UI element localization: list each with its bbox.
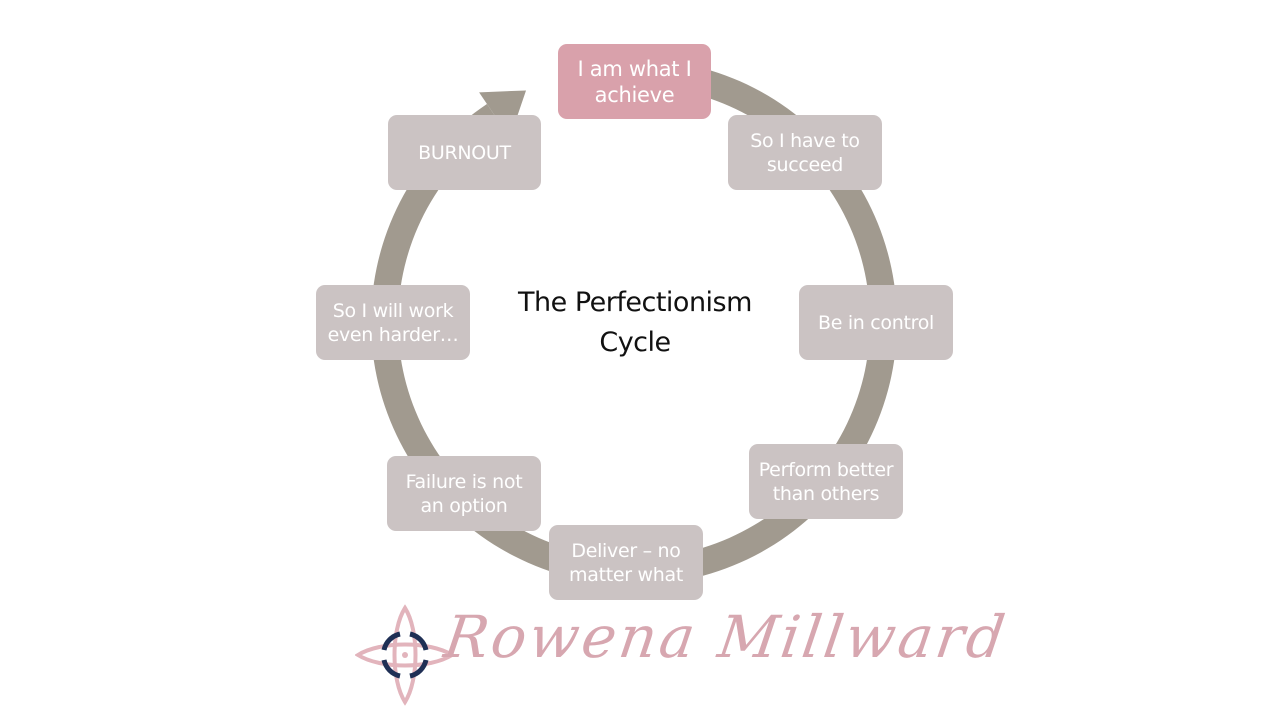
node-text-line2: matter what xyxy=(569,563,683,586)
diagram-title-line2: Cycle xyxy=(599,327,671,358)
node-text-line1: Perform better xyxy=(758,458,894,481)
diagram-title-line1: The Perfectionism xyxy=(518,287,752,318)
cycle-node-failure-is-not-an-option: Failure is not an option xyxy=(387,456,541,531)
node-text-line1: Be in control xyxy=(817,311,935,334)
node-text-line2: achieve xyxy=(594,82,675,107)
brand-logo xyxy=(355,604,456,706)
node-text-line2: than others xyxy=(772,482,880,505)
cycle-node-deliver-no-matter-what: Deliver – no matter what xyxy=(549,525,703,600)
cycle-node-perform-better-than-others: Perform better than others xyxy=(749,444,903,519)
cycle-node-i-am-what-i-achieve: I am what I achieve xyxy=(558,44,711,119)
node-text-line1: BURNOUT xyxy=(418,141,511,164)
node-text-line1: So I have to xyxy=(750,129,860,152)
cycle-node-be-in-control: Be in control xyxy=(799,285,953,360)
node-text-line1: Deliver – no xyxy=(571,539,681,562)
diagram-title: The Perfectionism Cycle xyxy=(480,283,790,363)
cycle-node-so-i-have-to-succeed: So I have to succeed xyxy=(728,115,882,190)
node-text-line1: So I will work xyxy=(332,299,454,322)
node-text-line1: Failure is not xyxy=(405,470,523,493)
cycle-arrowhead-icon xyxy=(479,90,527,138)
node-text-line2: succeed xyxy=(766,153,844,176)
cycle-node-burnout: BURNOUT xyxy=(388,115,541,190)
node-text-line2: an option xyxy=(420,494,508,517)
brand-name: Rowena Millward xyxy=(440,603,1012,671)
node-text-line2: even harder… xyxy=(327,323,459,346)
node-text-line1: I am what I xyxy=(577,56,692,81)
cycle-node-so-i-will-work-even-harder: So I will work even harder… xyxy=(316,285,470,360)
logo-knot-icon xyxy=(355,604,456,706)
